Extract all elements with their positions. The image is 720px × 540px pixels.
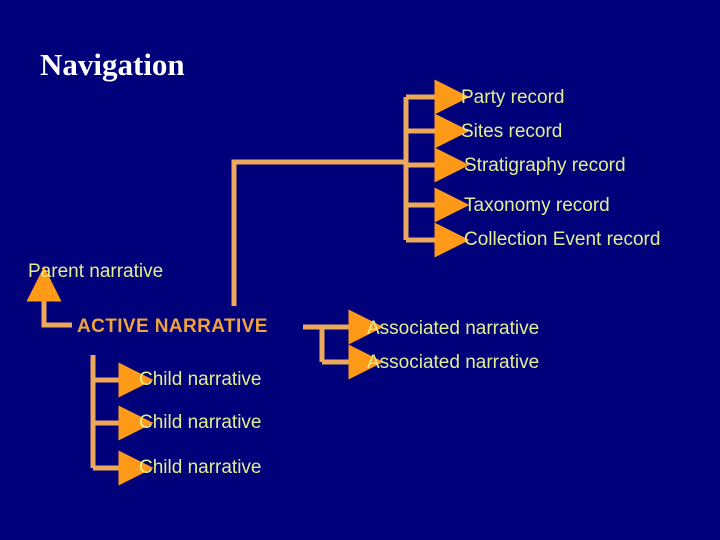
label-child-narrative-2: Child narrative [139,412,262,433]
label-collection-event-record: Collection Event record [464,229,661,250]
label-sites-record: Sites record [461,121,563,142]
label-parent-narrative: Parent narrative [28,261,164,282]
associated-branch-spine [303,309,384,380]
label-child-narrative-3: Child narrative [139,457,262,478]
parent-up-arrow [26,266,72,328]
records-branch-spine [403,79,470,258]
label-stratigraphy-record: Stratigraphy record [464,155,626,176]
children-branch-spine [90,355,154,486]
label-child-narrative-1: Child narrative [139,369,262,390]
label-active-narrative: ACTIVE NARRATIVE [77,316,268,337]
label-associated-narrative-1: Associated narrative [367,318,540,339]
label-associated-narrative-2: Associated narrative [367,352,540,373]
label-party-record: Party record [461,87,565,108]
active-to-records-trunk [231,159,408,306]
page-title: Navigation [40,47,185,82]
label-taxonomy-record: Taxonomy record [464,195,610,216]
